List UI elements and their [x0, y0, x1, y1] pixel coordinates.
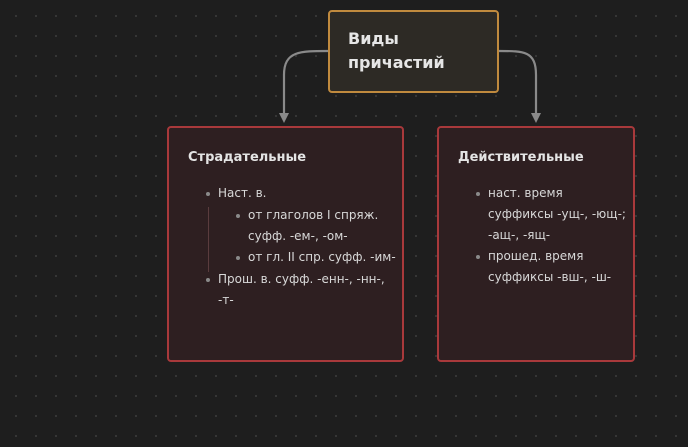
list-item: Наст. в. от глаголов I спряж. суфф. -ем-… — [206, 183, 398, 272]
connector-right — [498, 49, 541, 123]
sub-list-item: от гл. II спр. суфф. -им- — [236, 247, 398, 268]
list-item: Прош. в. суфф. -енн-, -нн-, -т- — [206, 269, 398, 311]
connector-left — [279, 49, 329, 123]
root-node[interactable]: Виды причастий — [328, 10, 499, 93]
active-participles-node[interactable]: Действительные наст. время суффиксы -ущ-… — [437, 126, 635, 362]
root-title-line2: причастий — [348, 53, 445, 72]
passive-list: Наст. в. от глаголов I спряж. суфф. -ем-… — [206, 183, 398, 311]
node-title: Страдательные — [188, 150, 307, 165]
active-list: наст. время суффиксы -ущ-, -ющ-; -ащ-, -… — [476, 183, 628, 288]
sub-list: от глаголов I спряж. суфф. -ем-, -ом- от… — [208, 205, 398, 272]
list-item: прошед. время суффиксы -вш-, -ш- — [476, 246, 628, 288]
sub-list-item: от глаголов I спряж. суфф. -ем-, -ом- — [236, 205, 398, 247]
list-item: наст. время суффиксы -ущ-, -ющ-; -ащ-, -… — [476, 183, 628, 246]
root-title-line1: Виды — [348, 29, 399, 48]
node-title: Действительные — [458, 150, 584, 165]
passive-participles-node[interactable]: Страдательные Наст. в. от глаголов I спр… — [167, 126, 404, 362]
list-item-text: Наст. в. — [218, 186, 267, 200]
